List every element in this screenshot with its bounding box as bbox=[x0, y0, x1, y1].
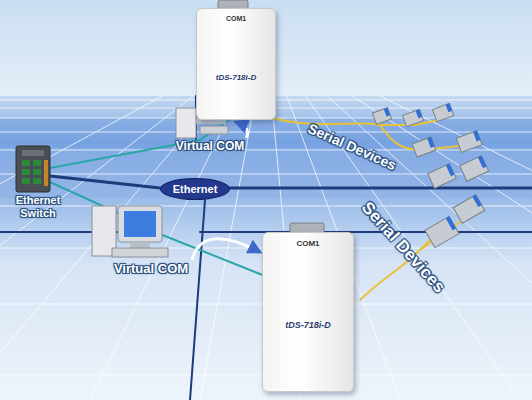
port-label: COM1 bbox=[197, 15, 275, 23]
model-name: tDS-718i-D bbox=[263, 320, 353, 330]
node-label: Virtual COM bbox=[96, 262, 206, 277]
port-label: COM1 bbox=[263, 239, 353, 248]
converter-device: COM1 tDS-718i-D bbox=[262, 232, 354, 392]
network-name: Ethernet bbox=[173, 183, 218, 196]
node-label: Virtual COM bbox=[164, 140, 256, 154]
data-flow-arrow bbox=[236, 122, 248, 138]
data-flow-arrow bbox=[192, 239, 260, 260]
node-label: Ethernet Switch bbox=[3, 194, 73, 219]
node-name: Ethernet Switch bbox=[3, 194, 73, 219]
node-name: Virtual COM bbox=[96, 262, 206, 277]
model-name: tDS-718i-D bbox=[197, 73, 275, 82]
network-ellipse: Ethernet bbox=[160, 178, 230, 200]
converter-device: COM1 tDS-718i-D bbox=[196, 8, 276, 120]
node-name: Virtual COM bbox=[164, 140, 256, 154]
